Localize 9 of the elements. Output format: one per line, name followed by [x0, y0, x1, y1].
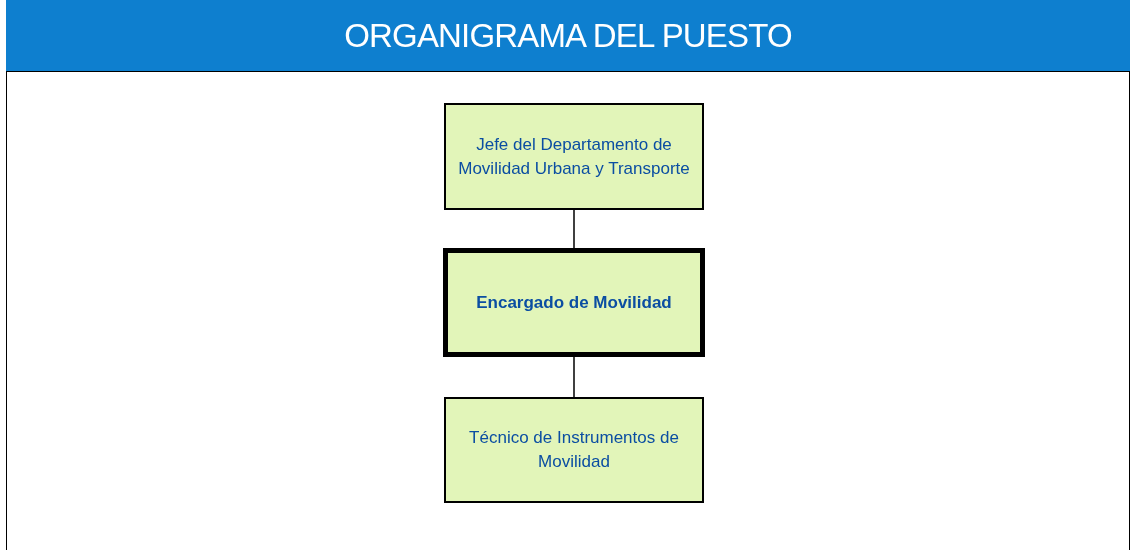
- connector-line: [573, 356, 575, 398]
- position-box: [444, 397, 704, 503]
- position-box: [444, 103, 704, 210]
- position-title: Técnico de Instrumentos de Movilidad: [468, 427, 680, 473]
- connector-line: [573, 209, 575, 249]
- position-title: Jefe del Departamento de Movilidad Urbana y Transporte: [458, 133, 690, 180]
- position-box: [443, 248, 705, 357]
- title: ORGANIGRAMA DEL PUESTO: [344, 15, 792, 56]
- position-title: Encargado de Movilidad: [476, 291, 672, 314]
